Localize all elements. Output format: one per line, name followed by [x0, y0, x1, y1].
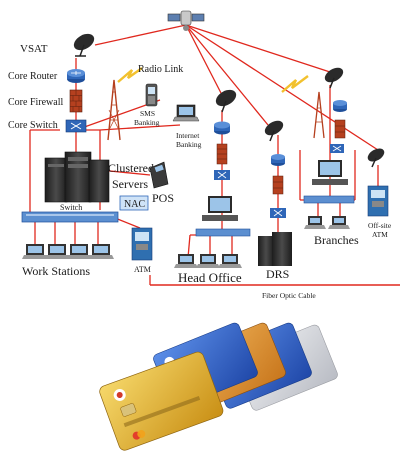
radio-link-label: Radio Link [138, 64, 183, 75]
laptop-icon [44, 244, 70, 259]
firewall-icon [334, 119, 346, 139]
atm-icon [131, 227, 153, 261]
atm-label: ATM [134, 265, 151, 274]
workstation-icon [202, 196, 238, 221]
laptop-icon [328, 216, 350, 229]
router-icon [271, 154, 285, 166]
switch-icon [65, 119, 87, 133]
router-icon [214, 121, 230, 135]
switch-label: Switch [60, 203, 82, 212]
laptop-icon [218, 254, 242, 268]
head-office-label: Head Office [178, 270, 242, 285]
clustered-servers-label-2: Servers [112, 177, 148, 191]
switch-icon [303, 195, 355, 204]
switch-icon [21, 211, 119, 223]
switch-icon [330, 144, 344, 153]
branches-label: Branches [314, 233, 359, 247]
drs-label: DRS [266, 267, 289, 281]
switch-icon [214, 170, 230, 180]
phone-icon [145, 83, 158, 107]
internet-banking-label-2: Banking [176, 140, 202, 149]
switch-icon [270, 208, 286, 218]
server-icon [258, 232, 292, 266]
pos-terminal-icon [149, 161, 169, 189]
offsite-atm-label-2: ATM [372, 230, 388, 239]
laptop-icon [304, 216, 326, 229]
firewall-icon [69, 89, 83, 113]
offsite-atm-label-1: Off-site [368, 221, 392, 230]
switch-icon [195, 228, 251, 237]
firewall-icon [272, 175, 284, 195]
laptop-icon [88, 244, 114, 259]
dish-icon [324, 67, 344, 89]
pos-label: POS [152, 191, 174, 205]
atm-icon [367, 185, 389, 217]
clustered-servers-label-1: Clustered [108, 161, 154, 175]
sms-banking-label-1: SMS [140, 109, 155, 118]
radio-tower-icon [313, 91, 325, 139]
dish-icon [73, 33, 95, 57]
lightning-icon [281, 75, 309, 93]
fiber-optic-cable-label: Fiber Optic Cable [262, 291, 316, 300]
workstation-icon [312, 160, 348, 185]
credit-card-icon [99, 351, 224, 451]
radio-tower-icon [107, 79, 121, 141]
core-router-label: Core Router [8, 71, 58, 82]
laptop-icon [66, 244, 92, 259]
core-firewall-label: Core Firewall [8, 97, 63, 108]
workstations [22, 244, 114, 259]
server-icon [44, 151, 110, 203]
laptop-icon [22, 244, 48, 259]
credit-cards [99, 322, 338, 451]
firewall-icon [216, 143, 228, 165]
work-stations-label: Work Stations [22, 264, 90, 278]
satellite-icon [167, 10, 205, 31]
internet-banking-label-1: Internet [176, 131, 200, 140]
dish-icon [264, 120, 284, 142]
router-icon [333, 100, 347, 112]
laptop-icon [172, 104, 200, 122]
sms-banking-label-2: Banking [134, 118, 160, 127]
nac-box: NAC [119, 195, 149, 211]
dish-icon [367, 148, 385, 168]
core-switch-label: Core Switch [8, 120, 58, 131]
dish-icon [215, 89, 237, 113]
nac-label: NAC [124, 199, 145, 210]
router-icon [67, 69, 85, 83]
vsat-label: VSAT [20, 43, 48, 55]
laptop-icon [174, 254, 198, 268]
laptop-icon [196, 254, 220, 268]
lightning-icon [117, 67, 143, 83]
